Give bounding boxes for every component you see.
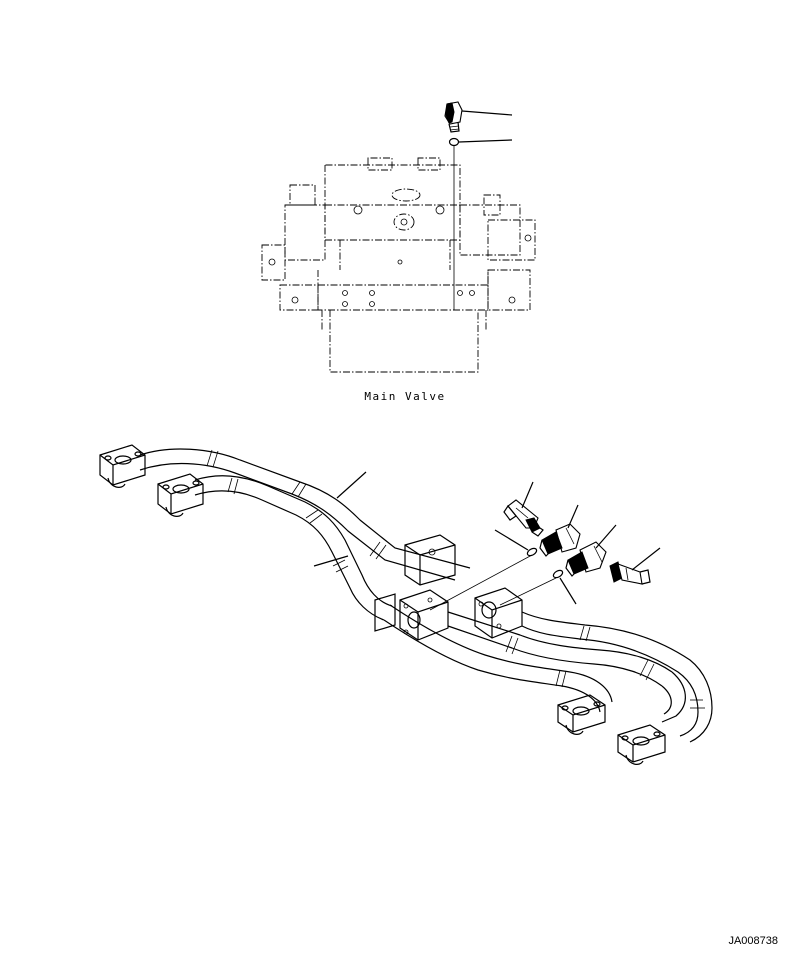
valve-o-ring [448, 137, 460, 147]
left-flange-lower [157, 473, 204, 517]
center-block-right [474, 587, 523, 639]
pressure-sensor-left [503, 499, 544, 537]
drawing-number: JA008738 [728, 935, 778, 947]
elbow-fitting-left [539, 523, 581, 557]
main-valve-caption: Main Valve [364, 390, 446, 403]
elbow-fitting-right [565, 541, 607, 577]
main-valve-outline [261, 157, 536, 373]
o-ring-right [552, 569, 564, 579]
tube-assembly [99, 444, 713, 765]
left-flange-upper [99, 444, 146, 488]
valve-fitting-leaders [453, 110, 513, 310]
center-block-left [374, 589, 449, 641]
valve-fitting [444, 101, 463, 133]
leader-lines [313, 471, 661, 611]
pressure-sensor-right [609, 561, 651, 585]
center-block-rear [404, 534, 456, 586]
right-flange-lower [617, 724, 666, 765]
o-ring-left [526, 547, 538, 557]
right-flange-upper [557, 694, 606, 735]
